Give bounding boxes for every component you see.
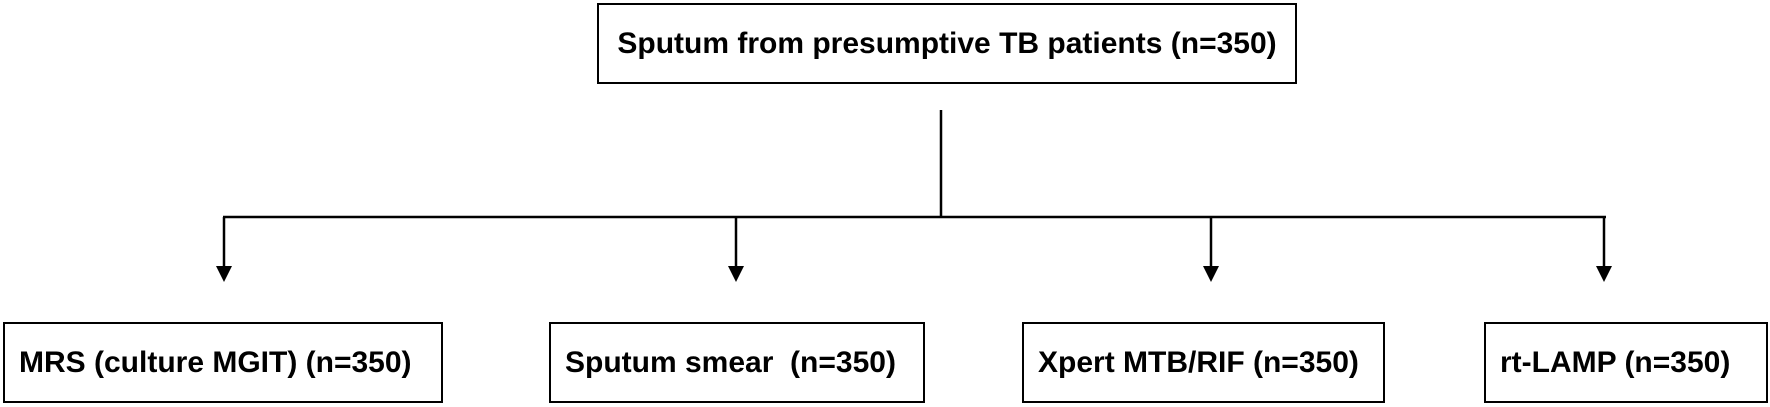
child-node-label: Sputum smear (n=350) (565, 345, 896, 379)
root-node-box: Sputum from presumptive TB patients (n=3… (597, 3, 1297, 84)
child-node-box-sputum-smear: Sputum smear (n=350) (549, 322, 925, 403)
child-node-label: MRS (culture MGIT) (n=350) (19, 345, 412, 379)
arrow-to-box-3 (1203, 217, 1219, 282)
child-node-box-mrs: MRS (culture MGIT) (n=350) (3, 322, 443, 403)
child-node-box-xpert: Xpert MTB/RIF (n=350) (1022, 322, 1385, 403)
arrow-to-box-2 (728, 217, 744, 282)
arrow-to-box-1 (216, 217, 232, 282)
child-node-box-rt-lamp: rt-LAMP (n=350) (1484, 322, 1768, 403)
root-node-label: Sputum from presumptive TB patients (n=3… (617, 26, 1277, 60)
arrow-to-box-4 (1596, 217, 1612, 282)
child-node-label: Xpert MTB/RIF (n=350) (1038, 345, 1359, 379)
child-node-label: rt-LAMP (n=350) (1500, 345, 1731, 379)
